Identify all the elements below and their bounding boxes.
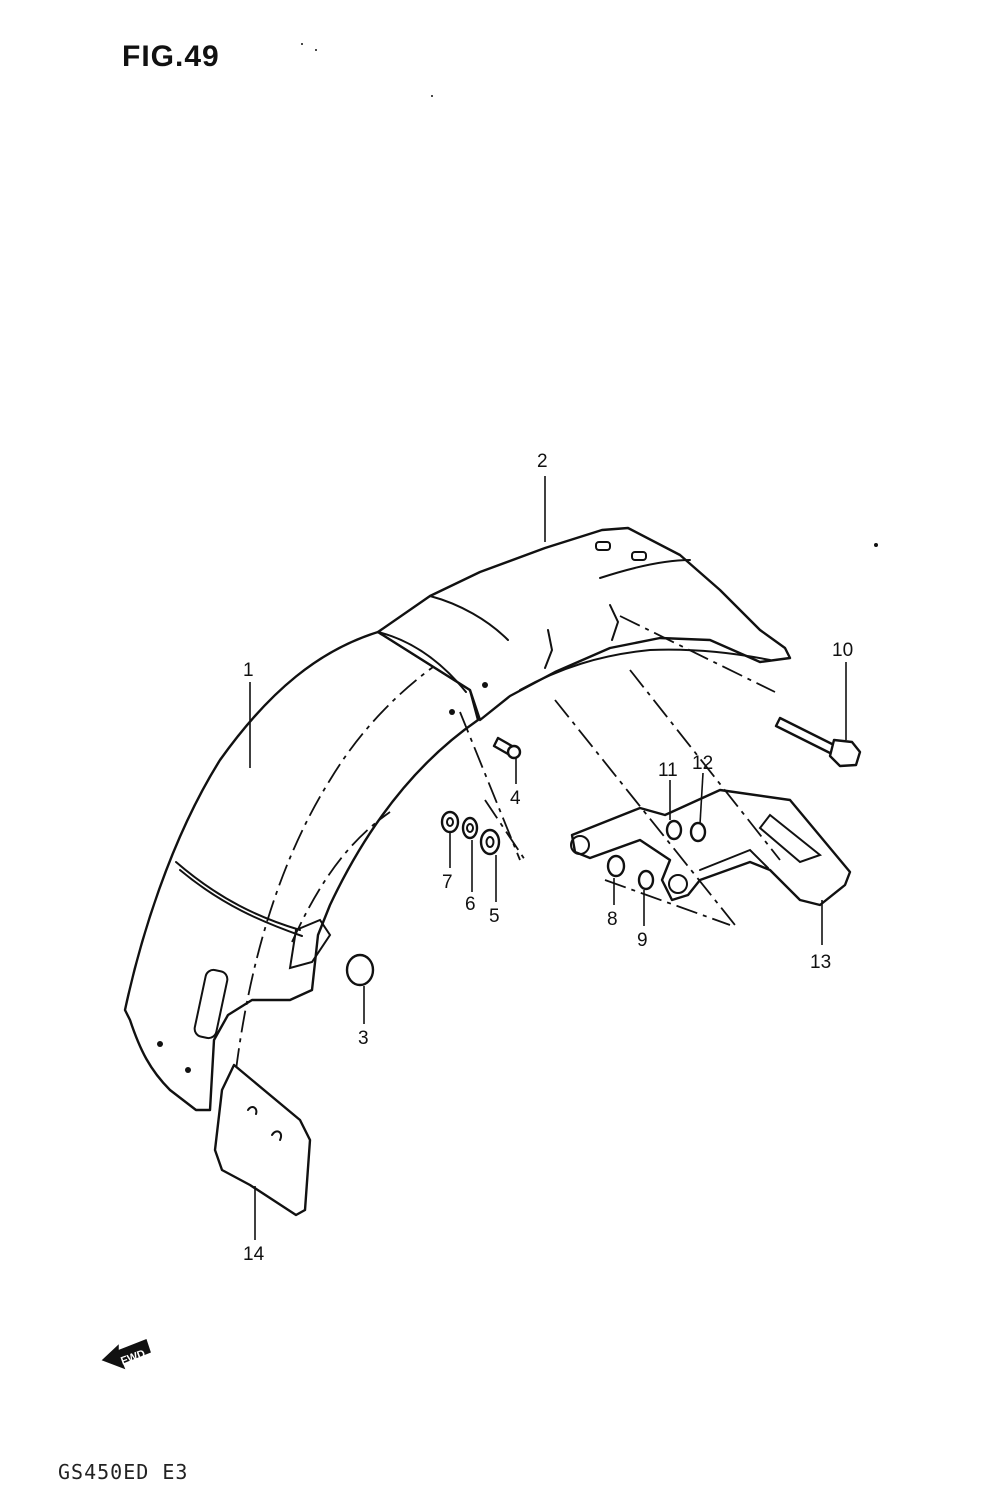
mud-flap-part-14 bbox=[213, 1063, 312, 1217]
bracket-part-13 bbox=[570, 788, 852, 907]
forward-arrow-icon: FWD bbox=[101, 1339, 151, 1370]
callout-12: 12 bbox=[692, 753, 713, 774]
callout-13: 13 bbox=[810, 952, 831, 973]
washer-part-12 bbox=[689, 821, 707, 843]
washer-part-5 bbox=[479, 828, 501, 856]
bolt-part-10 bbox=[774, 716, 862, 768]
callout-2: 2 bbox=[537, 451, 548, 472]
callout-leaders bbox=[249, 476, 847, 1240]
callout-14: 14 bbox=[243, 1244, 265, 1265]
callout-4: 4 bbox=[510, 788, 521, 809]
rear-fender-front-part-1 bbox=[123, 630, 480, 1112]
callout-labels: 2 1 4 5 6 7 3 8 9 10 11 12 13 14 bbox=[243, 451, 853, 1265]
nut-part-8 bbox=[606, 854, 626, 878]
washer-part-6 bbox=[461, 816, 479, 840]
callout-11: 11 bbox=[658, 760, 678, 781]
figure-title: FIG.49 bbox=[122, 40, 220, 73]
nut-part-7 bbox=[440, 810, 460, 834]
callout-8: 8 bbox=[607, 909, 618, 930]
callout-9: 9 bbox=[637, 930, 648, 951]
callout-1: 1 bbox=[243, 660, 254, 681]
nut-part-11 bbox=[665, 819, 683, 841]
screw-part-4 bbox=[492, 736, 522, 760]
washer-part-9 bbox=[637, 869, 655, 891]
callout-5: 5 bbox=[489, 906, 500, 927]
callout-3: 3 bbox=[358, 1028, 369, 1049]
callout-10: 10 bbox=[832, 640, 853, 661]
assembly-lines bbox=[459, 615, 781, 926]
callout-6: 6 bbox=[465, 894, 476, 915]
model-code: GS450ED E3 bbox=[58, 1460, 189, 1484]
cushion-part-3 bbox=[345, 953, 375, 987]
rear-fender-rear-part-2 bbox=[376, 526, 792, 722]
callout-7: 7 bbox=[442, 872, 453, 893]
